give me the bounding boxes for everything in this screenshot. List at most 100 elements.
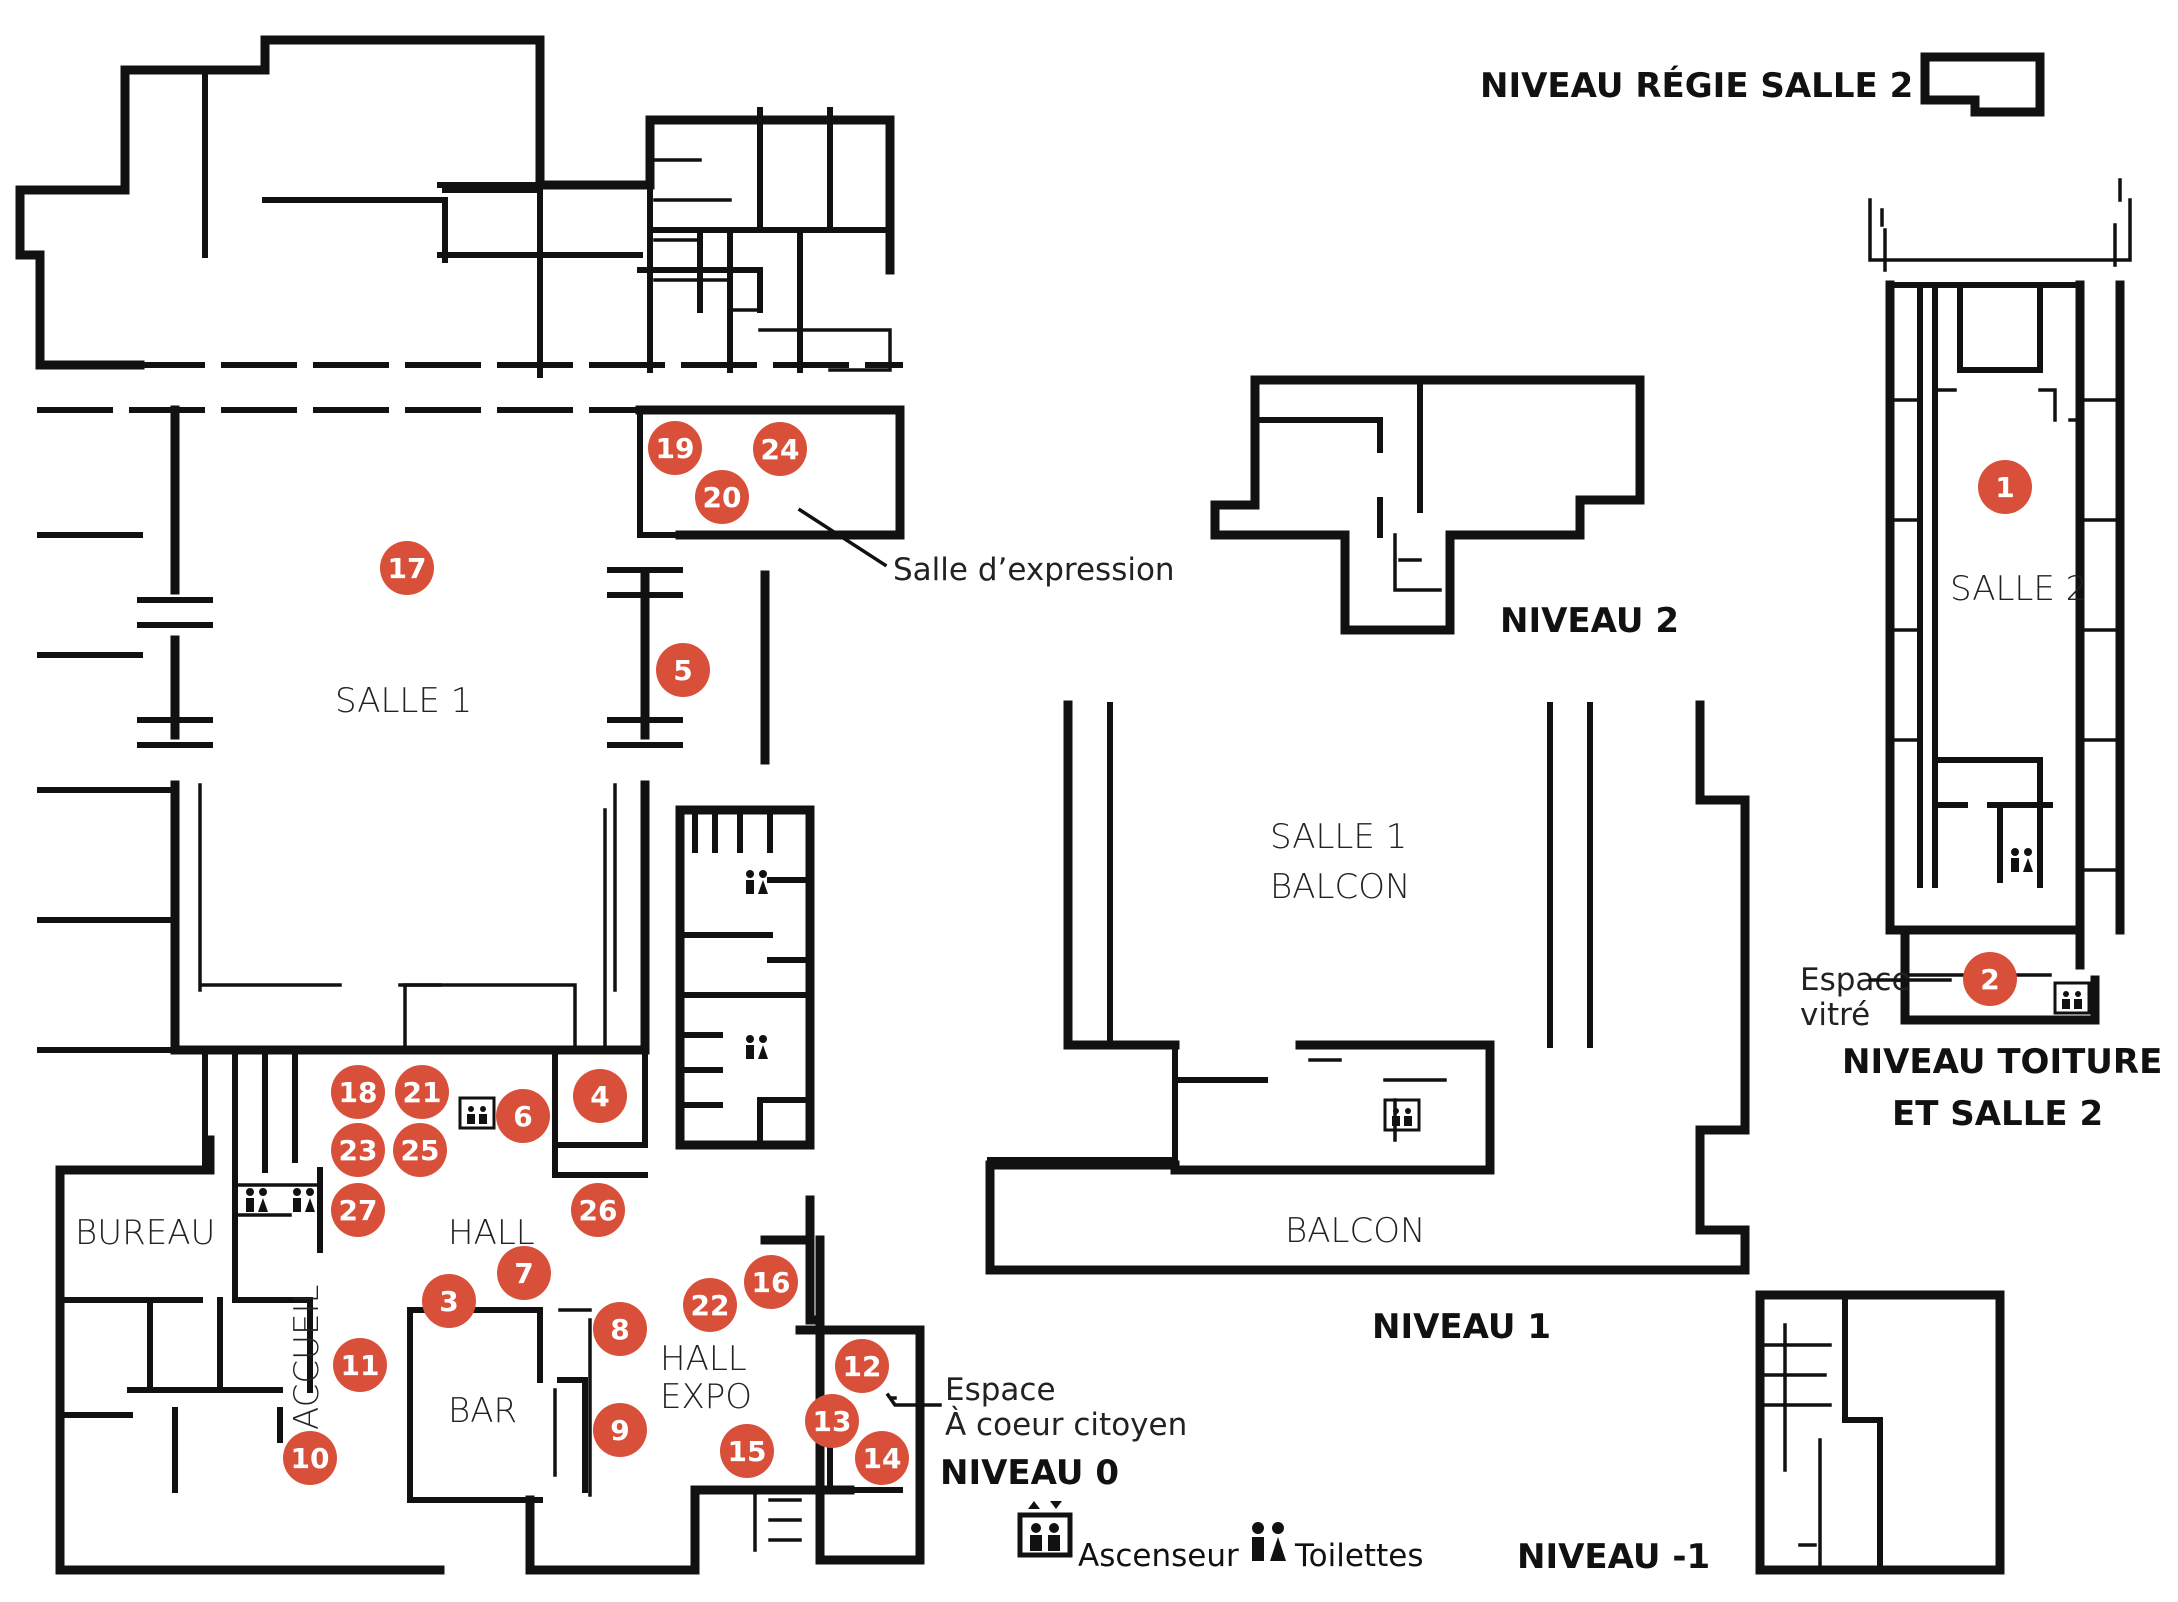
- marker-circle[interactable]: [753, 422, 807, 476]
- label-salle-expression: Salle d’expression: [893, 552, 1175, 588]
- pointer-espace-citoyen: [885, 1392, 942, 1407]
- marker-circle[interactable]: [835, 1339, 889, 1393]
- marker-circle[interactable]: [695, 470, 749, 524]
- marker-circle[interactable]: [656, 643, 710, 697]
- marker-circle[interactable]: [573, 1069, 627, 1123]
- legend-elevator-label: Ascenseur: [1078, 1538, 1239, 1574]
- marker-21[interactable]: 21: [395, 1065, 449, 1119]
- marker-9[interactable]: 9: [593, 1403, 647, 1457]
- marker-11[interactable]: 11: [333, 1338, 387, 1392]
- marker-6[interactable]: 6: [496, 1089, 550, 1143]
- label-espace-citoyen-1: Espace: [945, 1372, 1056, 1408]
- marker-27[interactable]: 27: [331, 1183, 385, 1237]
- toilet-icon: [246, 1188, 268, 1212]
- marker-number: 7: [514, 1257, 533, 1290]
- marker-circle[interactable]: [331, 1065, 385, 1119]
- marker-10[interactable]: 10: [283, 1431, 337, 1485]
- marker-number: 20: [703, 481, 742, 514]
- marker-number: 9: [610, 1414, 629, 1447]
- marker-1[interactable]: 1: [1978, 460, 2032, 514]
- marker-25[interactable]: 25: [393, 1123, 447, 1177]
- marker-circle[interactable]: [1963, 952, 2017, 1006]
- marker-number: 5: [673, 654, 692, 687]
- level-minus-1: NIVEAU -1: [1517, 1537, 1710, 1577]
- marker-number: 27: [339, 1194, 378, 1227]
- label-espace-vitre-2: vitré: [1800, 997, 1870, 1033]
- marker-circle[interactable]: [593, 1403, 647, 1457]
- marker-circle[interactable]: [333, 1338, 387, 1392]
- marker-circle[interactable]: [331, 1123, 385, 1177]
- marker-3[interactable]: 3: [422, 1274, 476, 1328]
- toilet-icon: [746, 1035, 768, 1059]
- marker-circle[interactable]: [855, 1431, 909, 1485]
- label-accueil: ACCUEIL: [287, 1285, 327, 1430]
- marker-number: 22: [691, 1289, 730, 1322]
- marker-15[interactable]: 15: [720, 1424, 774, 1478]
- marker-14[interactable]: 14: [855, 1431, 909, 1485]
- niveau-1-plan: [985, 700, 1750, 1275]
- marker-circle[interactable]: [496, 1089, 550, 1143]
- marker-18[interactable]: 18: [331, 1065, 385, 1119]
- marker-circle[interactable]: [497, 1246, 551, 1300]
- marker-8[interactable]: 8: [593, 1302, 647, 1356]
- elevator-icon: [458, 1096, 496, 1130]
- niveau-0-plan: [15, 35, 925, 1575]
- label-salle1-balcon-2: BALCON: [1270, 867, 1410, 907]
- label-balcon: BALCON: [1285, 1211, 1425, 1251]
- marker-7[interactable]: 7: [497, 1246, 551, 1300]
- label-salle1: SALLE 1: [335, 681, 472, 721]
- label-hall-expo-2: EXPO: [660, 1377, 752, 1417]
- marker-circle[interactable]: [744, 1255, 798, 1309]
- marker-4[interactable]: 4: [573, 1069, 627, 1123]
- marker-circle[interactable]: [1978, 460, 2032, 514]
- marker-number: 6: [513, 1100, 532, 1133]
- marker-20[interactable]: 20: [695, 470, 749, 524]
- marker-16[interactable]: 16: [744, 1255, 798, 1309]
- niveau-regie-plan: [1920, 52, 2045, 117]
- marker-number: 15: [728, 1435, 767, 1468]
- marker-number: 3: [439, 1285, 458, 1318]
- legend-elevator-icon: [1017, 1501, 1073, 1558]
- marker-26[interactable]: 26: [571, 1183, 625, 1237]
- marker-circle[interactable]: [283, 1431, 337, 1485]
- marker-number: 23: [339, 1134, 378, 1167]
- legend-toilet-label: Toilettes: [1294, 1538, 1423, 1574]
- marker-23[interactable]: 23: [331, 1123, 385, 1177]
- marker-number: 21: [403, 1076, 442, 1109]
- marker-17[interactable]: 17: [380, 541, 434, 595]
- elevator-icon: [2053, 981, 2091, 1015]
- marker-2[interactable]: 2: [1963, 952, 2017, 1006]
- marker-circle[interactable]: [720, 1424, 774, 1478]
- marker-number: 16: [752, 1266, 791, 1299]
- marker-circle[interactable]: [805, 1394, 859, 1448]
- marker-circle[interactable]: [683, 1278, 737, 1332]
- toilet-icon: [293, 1188, 315, 1212]
- marker-number: 10: [291, 1442, 330, 1475]
- niveau-minus1-plan: [1755, 1290, 2005, 1575]
- level-regie: NIVEAU RÉGIE SALLE 2: [1480, 65, 1913, 106]
- marker-number: 8: [610, 1313, 629, 1346]
- level-toiture-1: NIVEAU TOITURE: [1842, 1042, 2162, 1082]
- marker-circle[interactable]: [648, 421, 702, 475]
- marker-5[interactable]: 5: [656, 643, 710, 697]
- marker-number: 24: [761, 433, 800, 466]
- marker-22[interactable]: 22: [683, 1278, 737, 1332]
- marker-circle[interactable]: [593, 1302, 647, 1356]
- level-toiture-2: ET SALLE 2: [1892, 1094, 2103, 1134]
- marker-circle[interactable]: [393, 1123, 447, 1177]
- legend: Ascenseur Toilettes: [1017, 1501, 1423, 1574]
- marker-circle[interactable]: [571, 1183, 625, 1237]
- marker-12[interactable]: 12: [835, 1339, 889, 1393]
- marker-number: 18: [339, 1076, 378, 1109]
- marker-circle[interactable]: [395, 1065, 449, 1119]
- marker-24[interactable]: 24: [753, 422, 807, 476]
- toilet-icon: [2011, 848, 2033, 872]
- marker-circle[interactable]: [331, 1183, 385, 1237]
- marker-circle[interactable]: [422, 1274, 476, 1328]
- marker-19[interactable]: 19: [648, 421, 702, 475]
- marker-number: 14: [863, 1442, 902, 1475]
- marker-circle[interactable]: [380, 541, 434, 595]
- marker-13[interactable]: 13: [805, 1394, 859, 1448]
- level-2: NIVEAU 2: [1500, 601, 1679, 641]
